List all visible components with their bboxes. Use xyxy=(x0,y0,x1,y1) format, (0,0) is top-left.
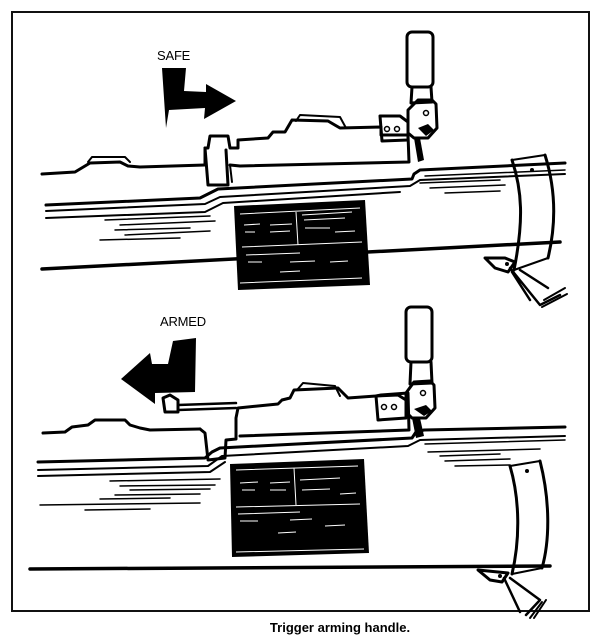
armed-label: ARMED xyxy=(160,314,206,329)
instruction-placard xyxy=(230,459,369,557)
safe-label: SAFE xyxy=(157,48,191,63)
launcher-armed-drawing xyxy=(28,305,567,619)
launcher-safe-drawing xyxy=(40,30,568,308)
armed-arrow-icon xyxy=(121,338,196,404)
figure-caption: Trigger arming handle. xyxy=(269,620,411,635)
figure-frame xyxy=(11,11,590,612)
safe-arrow-icon xyxy=(162,68,236,128)
